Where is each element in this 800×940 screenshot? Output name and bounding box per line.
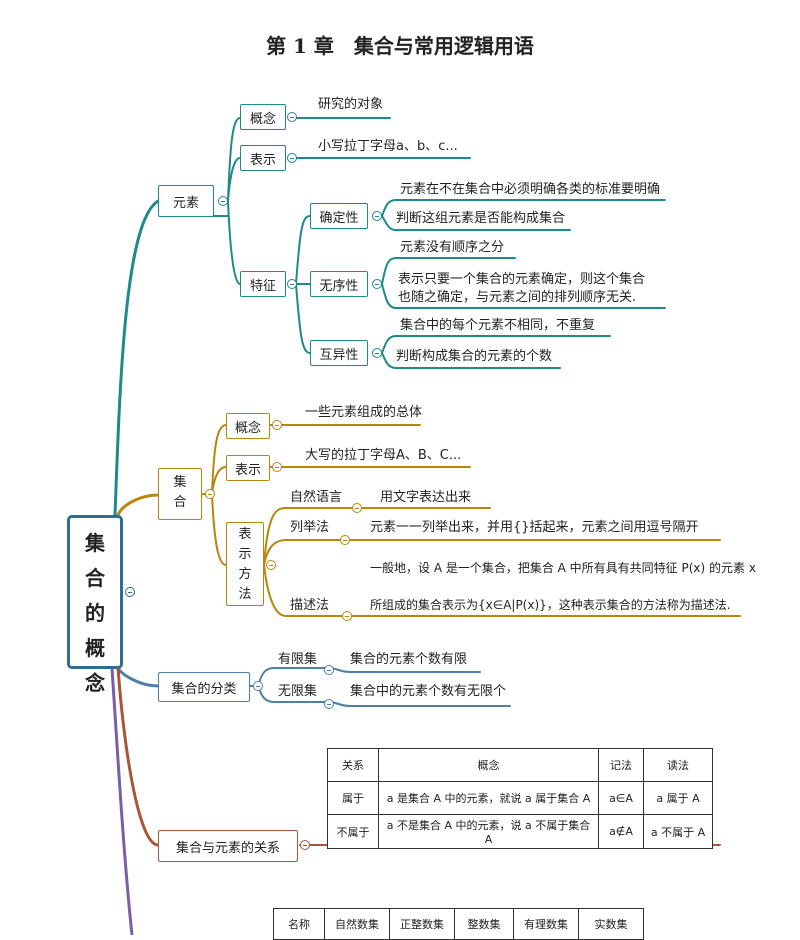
node-unordered: 无序性 <box>310 271 368 297</box>
connector-root-classification <box>116 666 160 688</box>
collapse-icon[interactable] <box>340 535 350 545</box>
node-element-notation: 表示 <box>240 145 286 171</box>
description-line: 所组成的集合表示为{x∈A|P(x)}，这种表示集合的方法称为描述法. <box>370 598 731 612</box>
node-set-char: 集 <box>173 475 187 490</box>
table-cell: 属于 <box>327 781 379 815</box>
collapse-icon[interactable] <box>205 489 215 499</box>
finite-set-label: 有限集 <box>278 652 318 667</box>
table-header: 关系 <box>327 748 379 782</box>
node-representation-methods: 表 示 方 法 <box>226 522 264 606</box>
collapse-icon[interactable] <box>352 503 362 513</box>
number-sets-table: 名称 自然数集 正整数集 整数集 有理数集 实数集 <box>273 908 644 940</box>
table-cell: a 不是集合 A 中的元素，说 a 不属于集合 A <box>378 814 599 849</box>
table-header: 概念 <box>378 748 599 782</box>
collapse-icon[interactable] <box>272 420 282 430</box>
node-set-notation: 表示 <box>226 455 270 481</box>
table-header: 记法 <box>598 748 644 782</box>
set-concept-text: 一些元素组成的总体 <box>305 405 423 420</box>
determinate-line: 元素在不在集合中必须明确各类的标准要明确 <box>400 182 661 197</box>
node-element: 元素 <box>158 185 214 217</box>
collapse-icon[interactable] <box>287 279 297 289</box>
root-char: 念 <box>85 671 105 695</box>
collapse-icon[interactable] <box>218 196 228 206</box>
unordered-line: 也随之确定，与元素之间的排列顺序无关. <box>398 290 637 305</box>
root-char: 概 <box>85 636 105 660</box>
table-cell: a∈A <box>598 781 644 815</box>
collapse-icon[interactable] <box>253 681 263 691</box>
determinate-line: 判断这组元素是否能构成集合 <box>396 211 566 226</box>
methods-char: 方 <box>238 567 252 582</box>
collapse-icon[interactable] <box>272 462 282 472</box>
root-node-set-concept: 集 合 的 概 念 <box>67 515 123 695</box>
node-classification: 集合的分类 <box>158 672 250 702</box>
collapse-icon[interactable] <box>372 348 382 358</box>
listing-text: 元素一一列举出来，并用{}括起来，元素之间用逗号隔开 <box>370 520 699 535</box>
collapse-icon[interactable] <box>300 840 310 850</box>
root-char: 的 <box>85 601 105 625</box>
infinite-set-label: 无限集 <box>278 684 318 699</box>
node-element-features: 特征 <box>240 271 286 297</box>
table-header-row: 关系 概念 记法 读法 <box>327 748 713 782</box>
node-element-concept: 概念 <box>240 104 286 130</box>
node-set-char: 合 <box>173 495 187 510</box>
distinct-line: 集合中的每个元素不相同，不重复 <box>400 318 596 333</box>
root-char: 合 <box>85 566 105 590</box>
node-distinct: 互异性 <box>310 340 368 366</box>
collapse-icon[interactable] <box>324 665 334 675</box>
methods-char: 表 <box>238 527 252 542</box>
table-cell: a 属于 A <box>643 781 713 815</box>
table-cell: a 是集合 A 中的元素，就说 a 属于集合 A <box>378 781 599 815</box>
page-title: 第 1 章 集合与常用逻辑用语 <box>266 34 534 58</box>
methods-char: 法 <box>238 587 252 602</box>
collapse-icon[interactable] <box>287 112 297 122</box>
element-notation-text: 小写拉丁字母a、b、c... <box>318 139 458 154</box>
collapse-icon[interactable] <box>125 587 135 597</box>
relation-table: 关系 概念 记法 读法 属于 a 是集合 A 中的元素，就说 a 属于集合 A … <box>327 748 713 849</box>
root-char: 集 <box>85 531 105 555</box>
node-set-concept: 概念 <box>226 413 270 439</box>
description-line: 一般地，设 A 是一个集合，把集合 A 中所有具有共同特征 P(x) 的元素 x <box>370 561 756 575</box>
node-set: 集 合 <box>158 468 202 520</box>
collapse-icon[interactable] <box>324 699 334 709</box>
connector-root-relation <box>116 666 160 847</box>
set-notation-text: 大写的拉丁字母A、B、C... <box>305 448 462 463</box>
collapse-icon[interactable] <box>266 560 276 570</box>
finite-set-text: 集合的元素个数有限 <box>350 652 468 667</box>
table-row: 不属于 a 不是集合 A 中的元素，说 a 不属于集合 A a∉A a 不属于 … <box>327 814 713 849</box>
methods-char: 示 <box>238 547 252 562</box>
distinct-line: 判断构成集合的元素的个数 <box>396 349 553 364</box>
table-cell: a∉A <box>598 814 644 849</box>
connector-root-element <box>113 198 162 517</box>
connector-root-set <box>116 493 160 517</box>
table-row: 属于 a 是集合 A 中的元素，就说 a 属于集合 A a∈A a 属于 A <box>327 781 713 815</box>
connector-root-number-sets <box>110 666 134 935</box>
natural-language-text: 用文字表达出来 <box>380 490 472 505</box>
table-cell: 不属于 <box>327 814 379 849</box>
element-concept-text: 研究的对象 <box>318 97 384 112</box>
node-set-element-relation: 集合与元素的关系 <box>158 830 298 862</box>
natural-language-label: 自然语言 <box>290 490 343 505</box>
collapse-icon[interactable] <box>287 153 297 163</box>
collapse-icon[interactable] <box>342 611 352 621</box>
unordered-line: 元素没有顺序之分 <box>400 240 505 255</box>
node-determinate: 确定性 <box>310 203 368 229</box>
table-header: 读法 <box>643 748 713 782</box>
listing-label: 列举法 <box>290 520 330 535</box>
table-cell: a 不属于 A <box>643 814 713 849</box>
infinite-set-text: 集合中的元素个数有无限个 <box>350 684 507 699</box>
unordered-line: 表示只要一个集合的元素确定，则这个集合 <box>398 272 646 287</box>
collapse-icon[interactable] <box>372 279 382 289</box>
description-label: 描述法 <box>290 598 330 613</box>
collapse-icon[interactable] <box>372 211 382 221</box>
